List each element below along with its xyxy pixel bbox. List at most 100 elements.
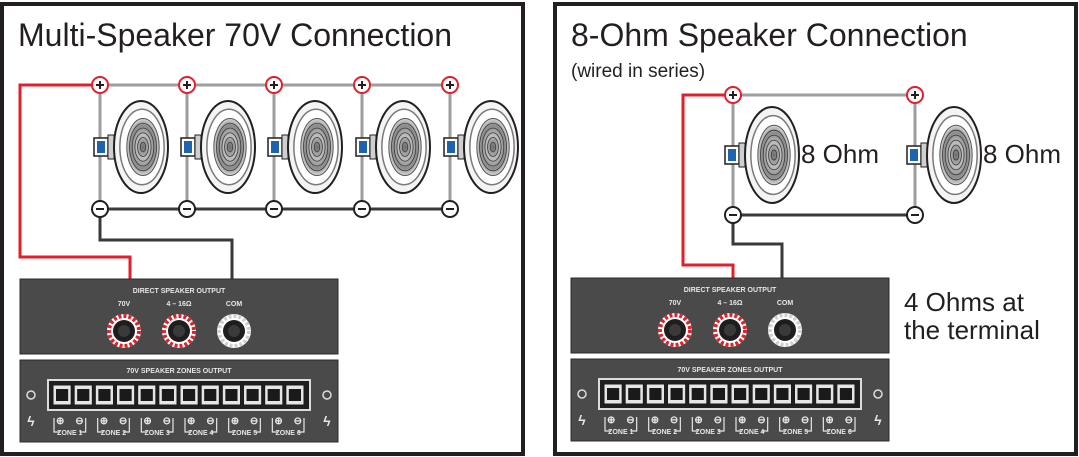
zone-bracket	[53, 418, 87, 433]
zone-screw-slot	[161, 389, 174, 401]
zone-label: ZONE 6	[276, 430, 301, 437]
speaker-cone-ring	[481, 127, 505, 167]
zone-screw-slot	[56, 389, 69, 401]
speaker-cone-ring	[487, 137, 499, 157]
zone-positive-mark: ⊕	[56, 416, 64, 427]
speaker-cone-ring	[393, 127, 417, 167]
speaker-cone-ring	[950, 144, 962, 166]
zone-negative-mark: ⊖	[801, 415, 809, 426]
zone-screw-slot	[818, 388, 831, 400]
right-title: 8-Ohm Speaker Connection	[571, 17, 968, 53]
zone-negative-mark: ⊖	[845, 415, 853, 426]
binding-post-hole	[779, 324, 791, 336]
speaker-magnet	[728, 149, 736, 161]
speaker-cone-ring	[942, 129, 970, 181]
zone-bracket	[228, 418, 261, 433]
terminal-note-line-2: the terminal	[904, 315, 1040, 345]
zone-label: ZONE 2	[652, 429, 677, 436]
speaker-cone-ring	[139, 141, 147, 153]
zones-output-header: 70V SPEAKER ZONES OUTPUT	[677, 367, 783, 374]
zone-bracket	[779, 417, 812, 432]
zone-screw-slot	[246, 389, 259, 401]
binding-post-ring	[658, 313, 692, 347]
speaker-label-2: 8 Ohm	[983, 139, 1061, 169]
speaker-cone-ring	[224, 137, 236, 157]
speaker-cone-ring	[489, 141, 497, 153]
zone-screw-slot	[607, 388, 620, 400]
binding-post-ring	[713, 313, 747, 347]
zone-negative-mark: ⊖	[250, 416, 258, 427]
zone-label: ZONE 4	[188, 430, 213, 437]
terminal-label: 70V	[669, 300, 682, 307]
speaker-cone-ring	[765, 139, 783, 171]
zone-screw-slot	[119, 389, 132, 401]
right-subtitle: (wired in series)	[571, 61, 705, 82]
zone-label: ZONE 5	[232, 430, 257, 437]
zone-screw-slot	[628, 388, 641, 400]
speaker-cone	[126, 117, 160, 177]
zone-positive-mark: ⊕	[825, 415, 833, 426]
binding-post-hole	[228, 325, 240, 337]
zone-bracket	[648, 417, 681, 432]
zone-screw-slot	[691, 388, 704, 400]
speaker-cone-ring	[216, 122, 244, 172]
direct-output-header: DIRECT SPEAKER OUTPUT	[133, 288, 226, 295]
speaker-cone-ring	[479, 122, 507, 172]
zone-bracket	[691, 417, 725, 432]
zone-screw-slot	[288, 389, 301, 401]
zone-negative-mark: ⊖	[163, 416, 171, 427]
direct-output-header: DIRECT SPEAKER OUTPUT	[684, 287, 777, 294]
zone-screw-slot	[755, 388, 768, 400]
terminal-label: COM	[777, 300, 794, 307]
zone-negative-mark: ⊖	[670, 415, 678, 426]
zone-label: ZONE 2	[101, 430, 126, 437]
speaker-cone	[476, 117, 510, 177]
zone-screw-slot	[797, 388, 810, 400]
speaker-label-1: 8 Ohm	[801, 139, 879, 169]
speaker-magnet	[97, 141, 105, 153]
zone-positive-mark: ⊕	[738, 415, 746, 426]
zone-label: ZONE 4	[739, 429, 764, 436]
zone-positive-mark: ⊕	[187, 416, 195, 427]
mounting-screw	[873, 389, 883, 399]
zone-bracket	[271, 418, 305, 433]
speaker-magnet	[447, 141, 455, 153]
zone-positive-mark: ⊕	[607, 415, 615, 426]
speaker-cone-ring	[947, 139, 965, 171]
left-wiring	[18, 76, 519, 325]
speaker-cone	[388, 117, 422, 177]
speaker-cone-ring	[313, 141, 321, 153]
zone-screw-slot	[712, 388, 725, 400]
zone-positive-mark: ⊕	[274, 416, 282, 427]
zone-screw-slot	[204, 389, 217, 401]
speaker-cone	[300, 117, 334, 177]
right-wiring	[681, 86, 982, 325]
zone-negative-mark: ⊖	[119, 416, 127, 427]
zone-screw-slot	[77, 389, 90, 401]
zone-screw-slot	[267, 389, 280, 401]
right-diagram: 8-Ohm Speaker Connection (wired in serie…	[553, 2, 1078, 456]
terminal-label: 4 – 16Ω	[717, 300, 742, 307]
zone-bracket	[735, 417, 769, 432]
speaker-cone-ring	[770, 149, 778, 161]
mounting-screw	[26, 390, 36, 400]
zone-negative-mark: ⊖	[75, 416, 83, 427]
ground-symbol: ϟ	[323, 413, 331, 429]
mounting-screw	[322, 390, 332, 400]
binding-post-hole	[173, 325, 185, 337]
left-title: Multi-Speaker 70V Connection	[18, 17, 452, 53]
speaker-cone	[213, 117, 247, 177]
ground-symbol: ϟ	[27, 413, 35, 429]
speaker-cone-ring	[768, 144, 780, 166]
ground-symbol: ϟ	[578, 412, 586, 428]
binding-post-ring	[107, 314, 141, 348]
binding-post-ring	[162, 314, 196, 348]
speaker-cone-ring	[226, 141, 234, 153]
speaker-cone-ring	[134, 132, 152, 162]
speaker-cone-ring	[952, 149, 960, 161]
zone-bracket	[140, 418, 174, 433]
speaker-cone-ring	[137, 137, 149, 157]
zone-bracket	[604, 417, 638, 432]
speaker-cone-ring	[399, 137, 411, 157]
